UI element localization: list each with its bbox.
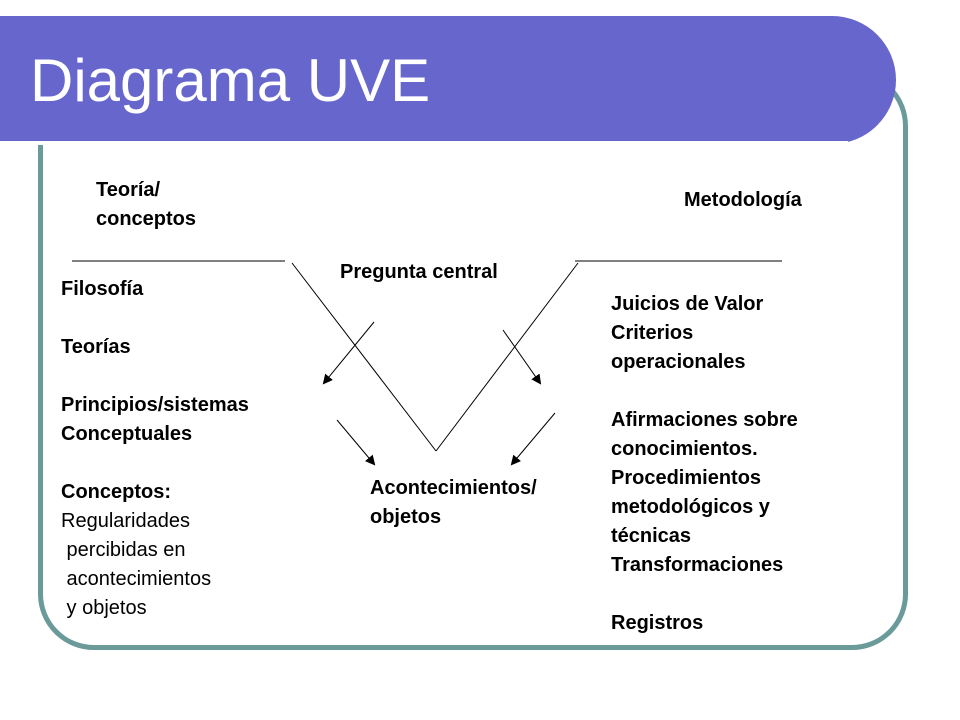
bottom-label: Acontecimientos/ objetos <box>370 474 537 532</box>
bottom-label-line-2: objetos <box>370 506 442 528</box>
arrow-upper-left <box>322 321 375 385</box>
left-heading-line-2: conceptos <box>96 208 197 230</box>
right-item-line-10: Registros <box>611 612 704 634</box>
left-item-concepts-line-3: acontecimientos <box>61 568 212 590</box>
arrow-lower-right <box>510 412 556 466</box>
title-bar: Diagrama UVE <box>0 16 896 145</box>
right-item-line-4: Afirmaciones sobre <box>611 409 798 431</box>
v-right-arm <box>435 262 579 452</box>
right-item-line-9: Transformaciones <box>611 554 784 576</box>
right-item-line-3: operacionales <box>611 351 746 373</box>
left-item-principles-line-2: Conceptuales <box>61 423 193 445</box>
v-left-arm <box>291 262 437 452</box>
right-heading: Metodología <box>684 189 802 211</box>
left-item-concepts-heading: Conceptos: <box>61 481 171 503</box>
left-item-concepts-line-1: Regularidades <box>61 510 190 532</box>
right-item-line-6: Procedimientos <box>611 467 762 489</box>
left-heading: Teoría/ conceptos <box>96 176 196 234</box>
left-item-concepts-line-4: y objetos <box>61 597 147 619</box>
left-item-concepts-line-2: percibidas en <box>61 539 186 561</box>
central-question: Pregunta central <box>340 261 498 283</box>
left-item-principles-line-1: Principios/sistemas <box>61 394 249 416</box>
right-column: Juicios de Valor Criterios operacionales… <box>611 290 798 638</box>
bottom-label-line-1: Acontecimientos/ <box>370 477 537 499</box>
right-item-line-1: Juicios de Valor <box>611 293 764 315</box>
slide-title: Diagrama UVE <box>30 47 431 114</box>
title-underline <box>0 141 848 145</box>
left-item-philosophy: Filosofía <box>61 278 144 300</box>
right-item-line-5: conocimientos. <box>611 438 758 460</box>
left-column: Filosofía Teorías Principios/sistemas Co… <box>61 275 249 623</box>
right-item-line-2: Criterios <box>611 322 694 344</box>
right-item-line-8: técnicas <box>611 525 692 547</box>
arrow-upper-right <box>502 329 542 385</box>
right-item-line-7: metodológicos y <box>611 496 770 518</box>
slide-frame <box>38 70 908 650</box>
arrow-lower-left <box>336 419 376 466</box>
left-item-theories: Teorías <box>61 336 131 358</box>
left-heading-line-1: Teoría/ <box>96 179 161 201</box>
